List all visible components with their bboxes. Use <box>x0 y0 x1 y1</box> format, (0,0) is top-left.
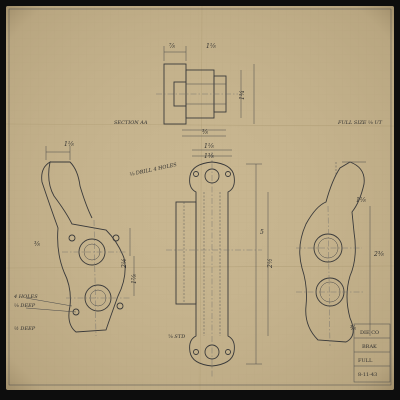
dim-mid-3: 5 <box>260 229 264 236</box>
dim-left-1: 1⅛ <box>64 141 74 148</box>
drawing-sheet: ⅞ 1⅛ 1¾ ⅜ SECTION AA FULL SIZE ⅛ UT 1⅛ ⅜… <box>6 6 394 390</box>
scale-note: FULL SIZE ⅛ UT <box>337 120 383 126</box>
section-view <box>156 46 255 137</box>
tap-note: ⅝ STD <box>168 334 185 340</box>
dim-right-1: 1⅛ <box>356 197 366 204</box>
drawing-border <box>8 8 392 386</box>
title-block <box>353 323 391 383</box>
left-view <box>25 146 135 337</box>
middle-view <box>166 149 269 378</box>
dim-top-4: ⅜ <box>202 129 208 136</box>
side-note-2: ⅛ DEEP <box>14 303 36 309</box>
dim-mid-1: 1⅛ <box>204 143 214 150</box>
title-line-2: BRAK <box>362 344 377 350</box>
dim-left-4: 1⅞ <box>131 274 138 284</box>
side-note-3: ½ DEEP <box>14 325 36 332</box>
title-line-1: DIE CO <box>360 330 379 336</box>
dim-right-3: ⅜ <box>350 325 356 332</box>
dim-top-3: 1¾ <box>239 90 246 100</box>
dim-mid-4: 2½ <box>267 258 274 269</box>
side-note-1: 4 HOLES <box>13 294 38 300</box>
dim-right-2: 2⅜ <box>373 251 384 258</box>
dim-mid-2: 1⅜ <box>204 153 214 160</box>
right-view <box>296 161 371 347</box>
dim-top-1: ⅞ <box>169 43 175 50</box>
engineering-drawing: ⅞ 1⅛ 1¾ ⅜ SECTION AA FULL SIZE ⅛ UT 1⅛ ⅜… <box>6 6 394 390</box>
dim-left-2: ⅜ <box>34 241 40 248</box>
dim-left-3: 2½ <box>121 258 128 269</box>
section-label: SECTION AA <box>114 120 148 126</box>
dim-top-2: 1⅛ <box>206 43 216 50</box>
title-line-4: 8-11-43 <box>358 372 377 378</box>
title-line-3: FULL <box>358 358 373 364</box>
